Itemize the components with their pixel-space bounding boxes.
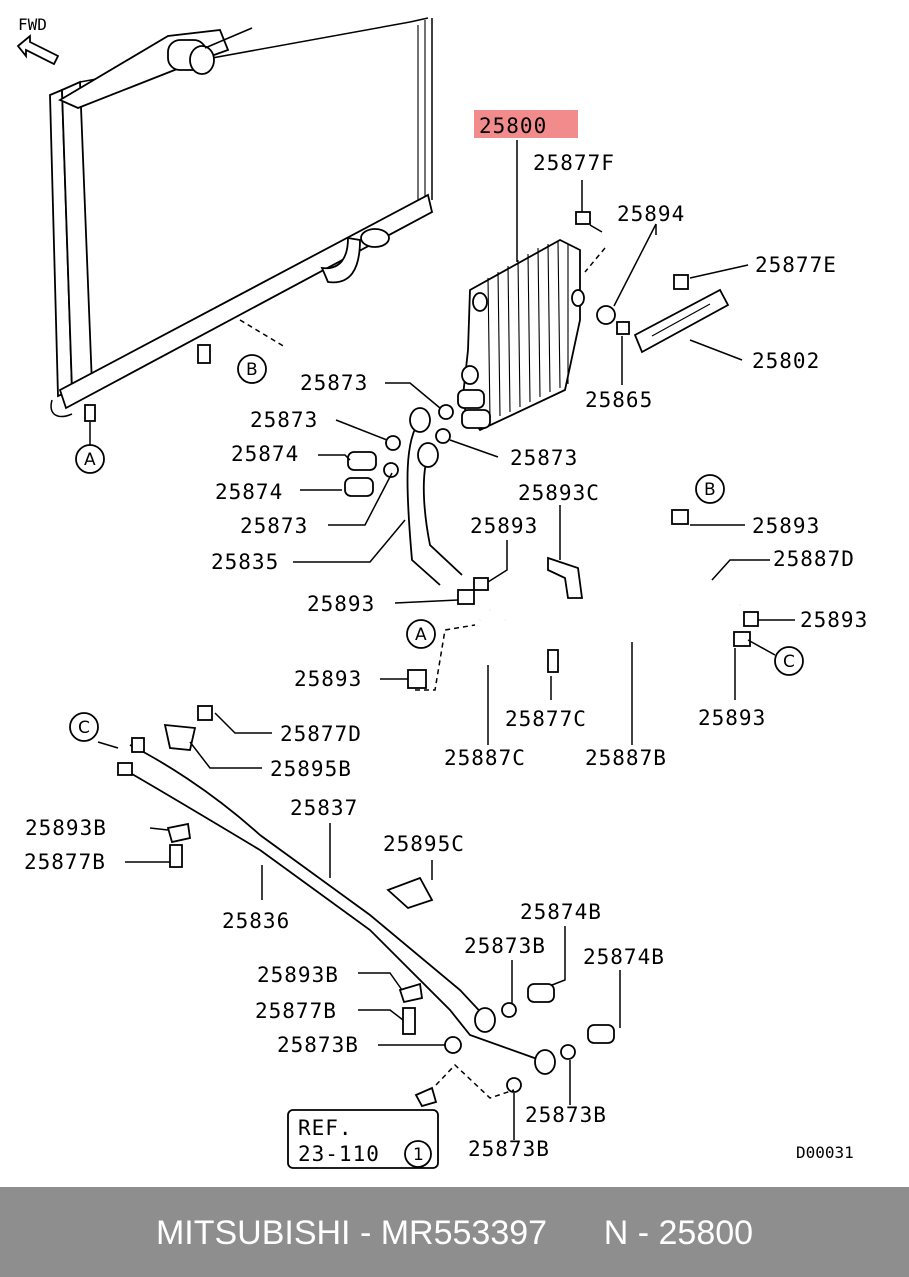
ref-a-label: A (84, 450, 96, 470)
oil-pipe-25835 (344, 404, 463, 586)
ref-circle-b (237, 354, 267, 384)
part-label-25873B: 25873B (464, 934, 546, 958)
ref-circle-a2 (406, 619, 436, 649)
part-label-25893: 25893 (698, 706, 766, 730)
ref-c2-label: C (78, 718, 90, 738)
fwd-label: FWD (18, 15, 47, 34)
part-label-25873: 25873 (240, 514, 308, 538)
bolt-25877E (673, 274, 689, 290)
part-label-25877D: 25877D (280, 722, 362, 746)
ref-box-circle (404, 1140, 432, 1168)
part-label-25877C: 25877C (505, 707, 587, 731)
part-label-25835: 25835 (211, 550, 279, 574)
part-label-25877B: 25877B (255, 999, 337, 1023)
grommet-25894 (596, 305, 616, 325)
part-label-25893: 25893 (307, 592, 375, 616)
footer-bar (0, 1187, 909, 1277)
part-label-25873B: 25873B (277, 1033, 359, 1057)
part-label-25887D: 25887D (773, 547, 855, 571)
part-label-25877B: 25877B (24, 850, 106, 874)
ref-box-num: 1 (413, 1145, 424, 1165)
bolt-25877C (547, 649, 559, 673)
oil-cooler (457, 238, 585, 432)
fwd-arrow-icon (16, 34, 60, 66)
clamp-25893-left (457, 589, 475, 605)
part-label-25887B: 25887B (585, 746, 667, 770)
part-label-25893: 25893 (752, 514, 820, 538)
ref-b-label: B (246, 360, 258, 380)
part-highlight-box (474, 110, 578, 138)
pipe-25837 (129, 744, 489, 1021)
bracket-25895C (386, 876, 434, 910)
bolt-25877D (197, 705, 213, 721)
ref-circle-b2 (695, 474, 725, 504)
bracket-25895B (163, 723, 197, 751)
part-label-25836: 25836 (222, 909, 290, 933)
part-label-25877E: 25877E (755, 253, 837, 277)
part-label-25873B: 25873B (525, 1103, 607, 1127)
arrow-icon (414, 1086, 438, 1108)
clip-25893B (166, 822, 192, 844)
oil-cooler-diagram: FWD A B B A C C 25800 (16, 15, 868, 1169)
part-label-25873B: 25873B (468, 1137, 550, 1161)
part-label-25877F: 25877F (533, 151, 615, 175)
ref-box-line2: 23-110 (298, 1142, 380, 1166)
part-label-25873: 25873 (510, 446, 578, 470)
part-label-25887C: 25887C (444, 746, 526, 770)
part-label-25874: 25874 (231, 442, 299, 466)
part-label-25893B: 25893B (25, 816, 107, 840)
part-label-25893B: 25893B (257, 963, 339, 987)
collar-25865 (616, 321, 630, 335)
clamp-25893-c (733, 631, 751, 647)
ref-b2-label: B (704, 480, 716, 500)
part-label-25802: 25802 (752, 349, 820, 373)
clamp-25893-right (743, 611, 759, 627)
part-label-25893: 25893 (800, 608, 868, 632)
ref-a2-label: A (415, 625, 427, 645)
footer-text: MITSUBISHI - MR553397 N - 25800 (155, 1214, 754, 1252)
part-label-25873: 25873 (250, 408, 318, 432)
part-label-25800[interactable]: 25800 (479, 114, 547, 138)
part-label-25873: 25873 (300, 371, 368, 395)
pipe-25836 (124, 769, 541, 1061)
ref-box-line1: REF. (298, 1116, 353, 1140)
clamp-25893-a (407, 669, 427, 689)
ref-c-label: C (783, 652, 795, 672)
part-label-25895C: 25895C (383, 832, 465, 856)
part-label-25895B: 25895B (270, 757, 352, 781)
part-label-25874B: 25874B (583, 945, 665, 969)
bolt-25877B (169, 844, 183, 868)
bolt-25877B-lower (402, 1007, 416, 1035)
part-label-25874B: 25874B (520, 900, 602, 924)
part-label-25874: 25874 (215, 480, 283, 504)
part-label-25837: 25837 (290, 796, 358, 820)
part-label-25893: 25893 (294, 667, 362, 691)
part-label-25893: 25893 (470, 514, 538, 538)
clip-25893C (547, 556, 584, 599)
part-label-25865: 25865 (585, 388, 653, 412)
part-label-25893C: 25893C (518, 481, 600, 505)
bracket-25802 (633, 288, 730, 354)
clamp-25893-mid (473, 577, 489, 591)
clip-25893B-lower (398, 982, 424, 1004)
ref-circle-c2 (69, 712, 99, 742)
ref-box (287, 1109, 439, 1169)
radiator (49, 17, 434, 445)
diagram-code: D00031 (796, 1143, 854, 1162)
part-label-25894: 25894 (617, 202, 685, 226)
ref-circle-a (75, 444, 105, 474)
clamp-25893-top (671, 509, 689, 525)
ref-circle-c (774, 646, 804, 676)
bolt-25877F (575, 211, 591, 225)
